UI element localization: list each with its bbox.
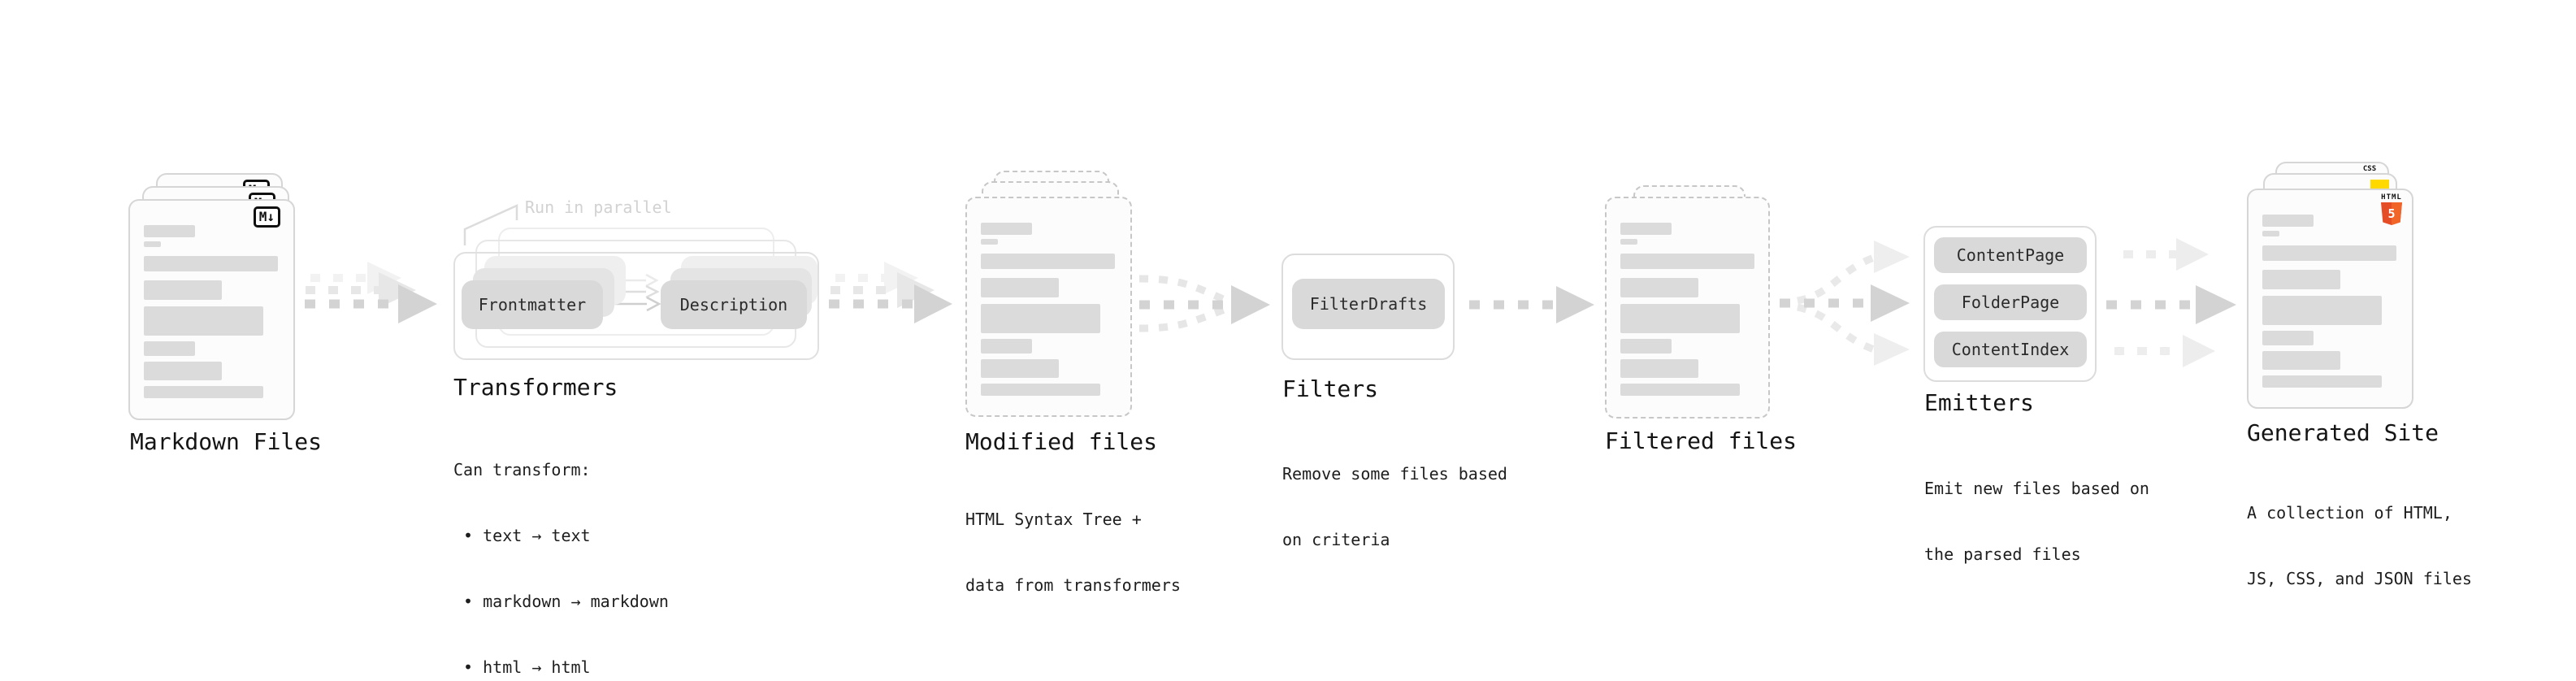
contentpage-pill: ContentPage	[1934, 237, 2087, 273]
filters-description: Remove some files based on criteria	[1282, 464, 1507, 549]
transformers-description: Can transform: • text → text • markdown …	[453, 460, 669, 677]
arrow-filters-to-filtered	[1469, 286, 1594, 323]
filterdrafts-pill: FilterDrafts	[1292, 279, 1445, 329]
arrow-emitters-to-generated	[2106, 238, 2236, 367]
arrow-markdown-to-transformers	[305, 262, 437, 323]
html5-icon: HTML 5	[2379, 194, 2404, 225]
run-in-parallel-label: Run in parallel	[525, 197, 672, 217]
description-pill: Description	[661, 280, 807, 329]
file-text-placeholder-bars	[2262, 215, 2396, 388]
arrow-modified-to-filters-converge	[1138, 275, 1270, 332]
file-text-placeholder-bars	[144, 225, 278, 398]
generated-html-file-card: HTML 5	[2247, 189, 2413, 409]
javascript-icon	[2370, 180, 2389, 190]
markdown-file-card-front: M↓	[128, 199, 295, 420]
transformer-box-front	[453, 252, 819, 360]
contentindex-pill: ContentIndex	[1934, 332, 2087, 367]
file-text-placeholder-bars	[981, 223, 1115, 396]
emitters-description: Emit new files based on the parsed files	[1924, 479, 2149, 564]
frontmatter-pill: Frontmatter	[462, 280, 603, 329]
stage-title-filtered-files: Filtered files	[1605, 427, 1798, 454]
stage-title-filters: Filters	[1282, 375, 1379, 402]
generated-site-description: A collection of HTML, JS, CSS, and JSON …	[2247, 503, 2472, 588]
stage-title-transformers: Transformers	[453, 374, 618, 401]
stage-title-generated-site: Generated Site	[2247, 419, 2439, 446]
stage-title-markdown-files: Markdown Files	[130, 428, 323, 455]
markdown-icon: M↓	[253, 206, 280, 228]
modified-file-card-front	[965, 197, 1132, 417]
file-text-placeholder-bars	[1620, 223, 1754, 396]
arrow-transformers-to-modified	[829, 262, 952, 323]
folderpage-pill: FolderPage	[1934, 284, 2087, 320]
svg-text:5: 5	[2387, 206, 2395, 221]
run-in-parallel-leader-line	[463, 204, 518, 245]
filtered-file-card-front	[1605, 197, 1770, 419]
stage-title-modified-files: Modified files	[965, 428, 1158, 455]
modified-files-description: HTML Syntax Tree + data from transformer…	[965, 510, 1181, 595]
arrow-filtered-to-emitters-diverge	[1780, 241, 1910, 366]
stage-title-emitters: Emitters	[1924, 389, 2034, 416]
